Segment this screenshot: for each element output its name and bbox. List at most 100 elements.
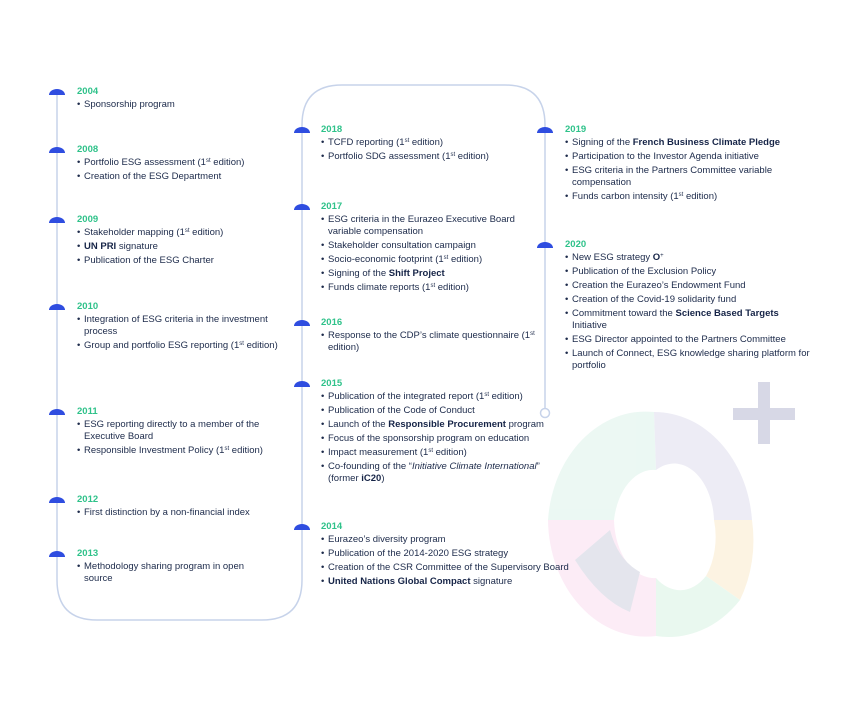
entry-2008: 2008 •Portfolio ESG assessment (1st edit… [77,144,292,185]
milestone-item: •First distinction by a non-financial in… [77,507,292,519]
item-text: edition) [210,157,245,168]
year-label: 2013 [77,548,99,559]
marker-2015 [294,381,310,387]
milestone-item: •United Nations Global Compact signature [321,576,586,588]
milestone-item: •New ESG strategy O+ [565,252,810,264]
bullet-icon: • [565,334,569,345]
bullet-icon: • [77,241,81,252]
item-text: edition) [328,342,360,353]
milestone-item: •ESG criteria in the Partners Committee … [565,165,800,189]
milestone-item: •Socio-economic footprint (1st edition) [321,254,536,266]
timeline-end-marker [539,407,551,419]
item-text: edition) [435,282,469,293]
item-text: Creation of the ESG Department [84,171,222,182]
milestone-item: •Responsible Investment Policy (1st edit… [77,445,292,457]
milestone-item: •Publication of the ESG Charter [77,255,292,267]
item-text: Science Based Targets [675,308,779,319]
milestone-item: •Launch of the Responsible Procurement p… [321,419,571,431]
bullet-icon: • [321,214,325,225]
bullet-icon: • [565,294,569,305]
item-text: edition) [448,254,483,265]
milestone-item: •Group and portfolio ESG reporting (1st … [77,340,292,352]
item-text: Publication of the Code of Conduct [328,405,475,416]
item-text: Signing of the [572,137,633,148]
bullet-icon: • [321,391,325,402]
bullet-icon: • [565,191,569,202]
bullet-icon: • [321,330,325,341]
marker-2011 [49,409,65,415]
bullet-icon: • [565,137,569,148]
milestone-item: •Creation of the Covid-19 solidarity fun… [565,294,810,306]
item-text: edition) [683,191,718,202]
year-label: 2019 [565,124,587,135]
bullet-icon: • [321,151,325,162]
milestone-item: •Integration of ESG criteria in the inve… [77,314,292,338]
bullet-icon: • [321,405,325,416]
item-text: ESG criteria in the Partners Committee v… [572,165,773,188]
item-text: Creation of the CSR Committee of the Sup… [328,562,569,573]
bullet-icon: • [321,419,325,430]
item-text: + [660,253,664,259]
milestone-item: •Response to the CDP’s climate questionn… [321,330,541,354]
year-label: 2014 [321,521,343,532]
item-text: ESG Director appointed to the Partners C… [572,334,786,345]
item-text: Creation the Eurazeo’s Endowment Fund [572,280,746,291]
bullet-icon: • [321,254,325,265]
year-label: 2017 [321,201,343,212]
milestone-item: •ESG reporting directly to a member of t… [77,419,292,443]
item-text: Socio-economic footprint (1 [328,254,444,265]
item-text: st [443,255,449,261]
item-text: Co-founding of the “ [328,461,412,472]
item-text: French Business Climate Pledge [632,137,781,148]
item-text: ESG criteria in the Eurazeo Executive Bo… [328,214,515,237]
item-text: edition) [409,137,444,148]
item-text: Eurazeo’s diversity program [328,534,446,545]
bullet-icon: • [321,562,325,573]
item-text: Participation to the Investor Agenda ini… [572,151,759,162]
marker-2004 [49,89,65,95]
item-text: st [450,152,456,158]
item-text: iC20 [361,473,382,484]
bullet-icon: • [565,266,569,277]
year-label: 2011 [77,406,98,417]
bullet-icon: • [77,171,81,182]
bullet-icon: • [77,445,81,456]
item-text: edition) [433,447,467,458]
milestone-item: •Signing of the French Business Climate … [565,137,800,149]
item-text: Initiative [572,320,607,331]
bullet-icon: • [77,340,81,351]
bullet-icon: • [565,151,569,162]
entry-2016: 2016 •Response to the CDP’s climate ques… [321,317,541,356]
item-text: Portfolio SDG assessment (1 [328,151,451,162]
milestone-item: •Funds carbon intensity (1st edition) [565,191,800,203]
year-label: 2016 [321,317,343,328]
item-text: st [404,138,410,144]
item-text: edition) [489,391,523,402]
bullet-icon: • [77,419,81,430]
entry-2004: 2004 •Sponsorship program [77,86,292,113]
marker-2017 [294,204,310,210]
item-text: Launch of the [328,419,389,430]
milestone-item: •UN PRI signature [77,241,292,253]
bullet-icon: • [321,433,325,444]
entry-2019: 2019 •Signing of the French Business Cli… [565,124,800,205]
bullet-icon: • [77,157,81,168]
milestone-item: •Focus of the sponsorship program on edu… [321,433,571,445]
bullet-icon: • [321,548,325,559]
marker-2016 [294,320,310,326]
marker-2009 [49,217,65,223]
marker-2018 [294,127,310,133]
item-text: Group and portfolio ESG reporting (1 [84,340,240,351]
item-text: Publication of the ESG Charter [84,255,214,266]
item-text: Funds climate reports (1 [328,282,431,293]
entry-2015: 2015 •Publication of the integrated repo… [321,378,571,487]
milestone-item: •Impact measurement (1st edition) [321,447,571,459]
item-text: Stakeholder mapping (1 [84,227,185,238]
item-text: UN PRI [84,241,117,252]
item-text: Funds carbon intensity (1 [572,191,679,202]
milestone-item: •Methodology sharing program in open sou… [77,561,257,585]
bullet-icon: • [321,240,325,251]
entry-2012: 2012 •First distinction by a non-financi… [77,494,292,521]
milestone-item: •Participation to the Investor Agenda in… [565,151,800,163]
